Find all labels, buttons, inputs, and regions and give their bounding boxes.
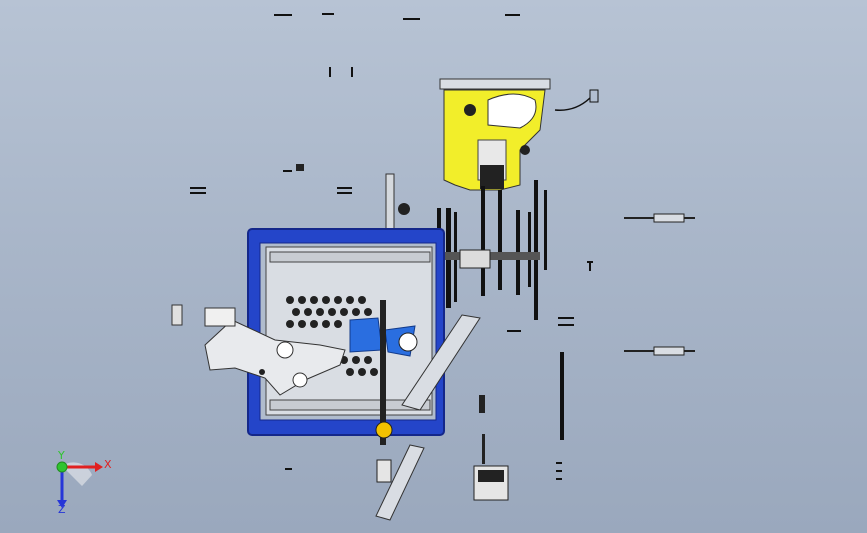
vertical-rail-part[interactable] — [385, 173, 395, 231]
motor-assembly[interactable] — [473, 395, 509, 501]
knob-part[interactable] — [398, 203, 410, 215]
linkage-arm[interactable] — [171, 304, 346, 396]
x-axis-label: X — [104, 458, 112, 471]
z-axis-label: Z — [58, 503, 66, 516]
pneumatic-cylinder-top[interactable] — [624, 213, 695, 223]
small-block-part[interactable] — [296, 164, 304, 171]
pneumatic-cylinder-bottom[interactable] — [624, 346, 695, 356]
diagonal-rails[interactable] — [375, 314, 481, 521]
coordinate-triad-icon: X Y Z — [56, 449, 112, 516]
y-axis-label: Y — [57, 449, 65, 462]
blue-bracket[interactable] — [349, 317, 418, 357]
floating-small-parts[interactable] — [190, 13, 593, 480]
center-vertical-shaft[interactable] — [375, 300, 393, 483]
yellow-plate-assembly[interactable] — [439, 78, 599, 191]
